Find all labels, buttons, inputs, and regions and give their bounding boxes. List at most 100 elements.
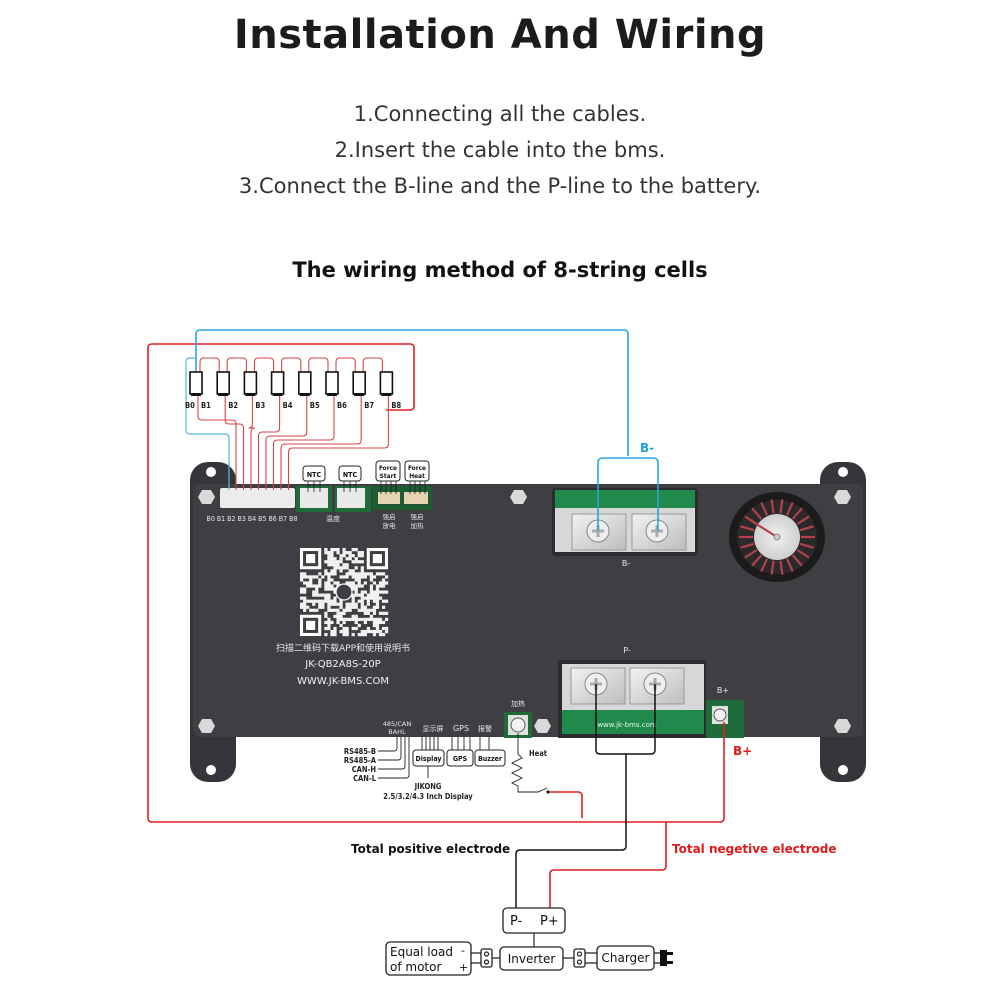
balance-connector [220, 488, 295, 508]
hex-screw-icon [510, 490, 527, 504]
b0-sense-wire [185, 357, 230, 490]
cell-sense-wire [287, 396, 389, 490]
plug-icon [660, 950, 673, 966]
cell-sense-wire [224, 396, 245, 490]
coil-winding [799, 525, 814, 532]
battery-cell [189, 371, 203, 396]
coil-winding [770, 560, 775, 575]
qr-logo-icon [335, 583, 353, 601]
coil-winding [791, 507, 803, 520]
temp-label-cn: 温度 [326, 514, 340, 523]
battery-cell [352, 371, 367, 396]
heat-label: Heat [529, 749, 548, 758]
battery-cell [297, 371, 312, 396]
cell-link-wire [362, 357, 383, 372]
ntc-connector-2 [337, 488, 365, 508]
p-plus-label: P+ [540, 914, 559, 929]
total-positive-label: Total positive electrode [351, 842, 510, 856]
buzzer-label: Buzzer [478, 755, 503, 763]
load-box [385, 941, 472, 976]
coil-winding [779, 499, 784, 514]
cell-tap-label: B1 [201, 401, 211, 410]
cell-sense-wire [272, 396, 335, 490]
model-number: JK-QB2A8S-20P [304, 659, 380, 670]
port-485-can-label-1: 485/CAN [383, 720, 412, 728]
force-heat-connector [404, 492, 428, 504]
display-box [412, 749, 445, 767]
cell-tap-label: B8 [391, 401, 401, 410]
bolt-cross [651, 525, 663, 537]
force-start-label-1: Force [379, 464, 397, 472]
coil-winding [740, 542, 755, 549]
battery-cell [325, 371, 339, 396]
ntc-label-1: NTC [307, 471, 322, 479]
heat-switch-wire [548, 791, 583, 818]
rs485-b-label: RS485-B [344, 747, 376, 756]
port-485-can-label-2: BAHL [388, 728, 406, 736]
inductor-coil [729, 492, 825, 582]
cell-sense-wire [265, 396, 308, 490]
p-minus-label: P- [510, 914, 523, 929]
instruction-steps: 1.Connecting all the cables. 2.Insert th… [0, 96, 1000, 204]
coil-winding [779, 560, 784, 575]
cell-sense-wires [197, 357, 389, 490]
hex-screw-icon [198, 490, 215, 504]
hex-screw-icon [834, 719, 851, 733]
page-title: Installation And Wiring [233, 12, 767, 58]
cell-tap-label: B3 [255, 401, 265, 410]
heat-port-cn: 加热 [511, 699, 525, 708]
comm-section: RS485-B RS485-A CAN-H CAN-L Display GPS … [344, 733, 550, 801]
load-label-1: Equal load [390, 945, 453, 959]
coil-winding [796, 549, 810, 559]
mount-hole [206, 467, 216, 477]
can-l-label: CAN-L [353, 774, 377, 783]
ntc-label-2: NTC [343, 471, 358, 479]
can-h-label: CAN-H [352, 765, 377, 774]
inverter-label: Inverter [508, 952, 556, 966]
qr-code [300, 548, 389, 637]
hex-screws [198, 490, 851, 733]
mount-hole [838, 765, 848, 775]
mount-hole [206, 765, 216, 775]
hex-screw-icon [534, 719, 551, 733]
coil-winding [799, 542, 814, 549]
cell-tap-label: B7 [364, 401, 374, 410]
force-start-cn-1: 强启 [383, 512, 396, 521]
gps-box [446, 749, 474, 767]
hex-screw-icon [198, 719, 215, 733]
mount-hole [838, 467, 848, 477]
b-plus-wire-label: B+ [733, 744, 752, 758]
charger-box [596, 945, 655, 971]
cell-link-wire [308, 357, 329, 372]
alarm-port-cn: 报警 [478, 724, 492, 733]
output-section: P- P+ Equal load of motor - + Inverter C… [385, 907, 673, 976]
cell-tap-label: B5 [310, 401, 320, 410]
battery-cell [379, 371, 394, 396]
force-heat-callout [404, 460, 430, 482]
force-start-label-2: Start [380, 472, 397, 480]
cell-tap-label: B2 [228, 401, 238, 410]
p-minus-terminal-label: P- [623, 646, 631, 655]
display-port-cn: 显示屏 [423, 725, 444, 733]
screw-terminal-icon [510, 717, 526, 733]
cell-link-wire [253, 357, 275, 372]
force-heat-cn-2: 加热 [411, 521, 425, 530]
battery-positive-wire [147, 343, 725, 823]
coil-winding [760, 558, 769, 573]
display-label: Display [416, 755, 442, 763]
b-minus-fork-wire [597, 457, 659, 531]
terminal-website: www.jk-bms.com [597, 721, 657, 729]
step-1: 1.Connecting all the cables. [353, 102, 647, 126]
force-start-cn-2: 放电 [383, 521, 397, 530]
balance-port-labels: B0 B1 B2 B3 B4 B5 B6 B7 B8 [207, 515, 298, 523]
cell-link-wire [226, 357, 247, 372]
qr-caption-cn: 扫描二维码下载APP和使用说明书 [276, 642, 410, 654]
board-website: WWW.JK-BMS.COM [297, 676, 389, 687]
b-minus-wire [195, 329, 629, 456]
coil-winding [770, 499, 775, 514]
cell-tap-label: B0 [185, 401, 195, 410]
diagram-subtitle: The wiring method of 8-string cells [292, 258, 708, 282]
force-heat-label-1: Force [408, 464, 426, 472]
force-start-connector [378, 492, 400, 504]
